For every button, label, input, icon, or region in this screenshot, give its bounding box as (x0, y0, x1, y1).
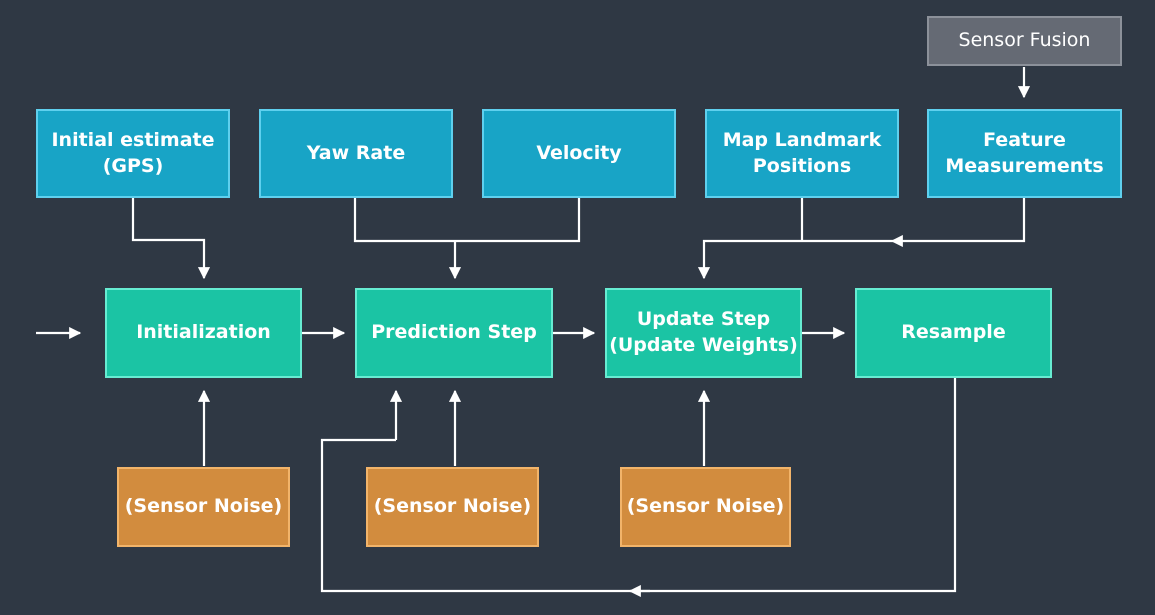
map-landmarks-label: Map Landmark Positions (722, 128, 882, 177)
prediction-step-label: Prediction Step (371, 321, 537, 344)
arrow-merge-to-update (697, 239, 892, 280)
line-yaw-velocity-merge (353, 198, 581, 243)
line-resample-loop (320, 378, 957, 593)
velocity-box: Velocity (482, 109, 676, 198)
sensor-noise-prediction-box: (Sensor Noise) (366, 467, 539, 547)
sensor-noise-label: (Sensor Noise) (124, 495, 283, 518)
map-landmarks-box: Map Landmark Positions (705, 109, 899, 198)
sensor-fusion-label: Sensor Fusion (958, 29, 1091, 52)
sensor-noise-label: (Sensor Noise) (626, 495, 785, 518)
yaw-rate-box: Yaw Rate (259, 109, 453, 198)
initialization-box: Initialization (105, 288, 302, 378)
resample-label: Resample (901, 321, 1006, 344)
initialization-label: Initialization (136, 321, 271, 344)
initial-estimate-label: Initial estimate (GPS) (51, 128, 215, 177)
yaw-rate-label: Yaw Rate (306, 141, 406, 164)
sensor-noise-update-box: (Sensor Noise) (620, 467, 791, 547)
initial-estimate-box: Initial estimate (GPS) (36, 109, 230, 198)
resample-box: Resample (855, 288, 1052, 378)
arrow-gps-to-initialization (131, 198, 211, 280)
update-step-box: Update Step (Update Weights) (605, 288, 802, 378)
velocity-label: Velocity (536, 141, 622, 164)
arrow-features-to-merge (890, 198, 1026, 248)
sensor-fusion-box: Sensor Fusion (927, 16, 1122, 66)
sensor-noise-initialization-box: (Sensor Noise) (117, 467, 290, 547)
update-step-label: Update Step (Update Weights) (609, 308, 798, 356)
feature-measurements-label: Feature Measurements (945, 128, 1104, 177)
feature-measurements-box: Feature Measurements (927, 109, 1122, 198)
prediction-step-box: Prediction Step (355, 288, 553, 378)
sensor-noise-label: (Sensor Noise) (373, 495, 532, 518)
